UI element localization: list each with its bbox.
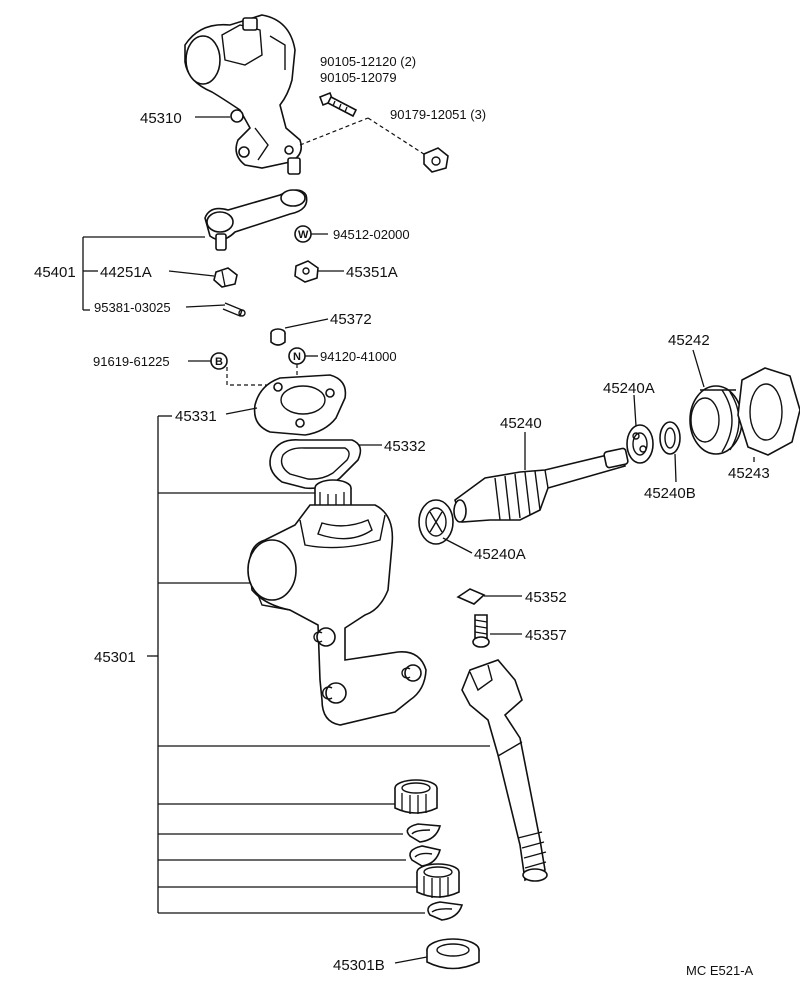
label-45401: 45401 <box>34 264 76 281</box>
bearing-45240A-lower <box>418 499 454 545</box>
label-45243: 45243 <box>728 465 770 482</box>
bearing-lower-1 <box>394 779 438 814</box>
race-45240B <box>659 421 681 455</box>
label-45351A: 45351A <box>346 264 398 281</box>
part-45310-housing <box>184 14 303 175</box>
adjuster-45242 <box>689 385 743 455</box>
part-45401-pitman-arm <box>204 189 308 251</box>
washer-94512: W <box>294 225 312 243</box>
worm-shaft-45240 <box>453 447 629 523</box>
label-45352: 45352 <box>525 589 567 606</box>
locknut-45243 <box>737 367 800 456</box>
symbol-n: N <box>288 347 306 365</box>
label-94120: 94120-41000 <box>320 349 397 364</box>
oil-seal-45301B <box>426 938 480 970</box>
label-90179: 90179-12051 (3) <box>390 107 486 122</box>
label-45331: 45331 <box>175 408 217 425</box>
plate-45352 <box>456 588 486 605</box>
gear-housing-45301 <box>247 504 427 726</box>
castle-nut-44251A <box>213 267 238 288</box>
label-45240A-mid: 45240A <box>474 546 526 563</box>
symbol-b-text: B <box>215 356 223 368</box>
label-95381: 95381-03025 <box>94 300 171 315</box>
bearing-45240A-upper <box>626 424 654 464</box>
symbol-n-text: N <box>293 351 301 363</box>
label-90105-b: 90105-12079 <box>320 70 397 85</box>
snap-ring-1 <box>406 823 442 843</box>
label-45301B: 45301B <box>333 957 385 974</box>
cotter-pin-95381 <box>222 302 246 317</box>
symbol-w-text: W <box>298 229 309 241</box>
nut-45351A <box>294 260 319 283</box>
label-91619: 91619-61225 <box>93 354 170 369</box>
bolt-90105 <box>318 91 358 118</box>
bearing-lower-2 <box>416 863 460 898</box>
sector-shaft <box>461 659 548 882</box>
label-45242: 45242 <box>668 332 710 349</box>
leader-lines <box>82 116 755 964</box>
snap-ring-3 <box>427 901 464 921</box>
label-45301: 45301 <box>94 649 136 666</box>
label-45240: 45240 <box>500 415 542 432</box>
snap-ring-2 <box>409 845 442 867</box>
gasket-45332 <box>269 438 362 490</box>
footer-code: MC E521-A <box>686 963 754 978</box>
label-45240A-top: 45240A <box>603 380 655 397</box>
symbol-b: B <box>210 352 228 370</box>
label-44251A: 44251A <box>100 264 152 281</box>
label-90105-a: 90105-12120 (2) <box>320 54 416 69</box>
screw-45357 <box>472 614 490 648</box>
plug-45372 <box>270 328 286 346</box>
label-45310: 45310 <box>140 110 182 127</box>
nut-90179 <box>423 147 449 173</box>
label-45240B: 45240B <box>644 485 696 502</box>
label-45332: 45332 <box>384 438 426 455</box>
cover-45331 <box>253 374 347 436</box>
label-94512: 94512-02000 <box>333 227 410 242</box>
label-45372: 45372 <box>330 311 372 328</box>
label-45357: 45357 <box>525 627 567 644</box>
